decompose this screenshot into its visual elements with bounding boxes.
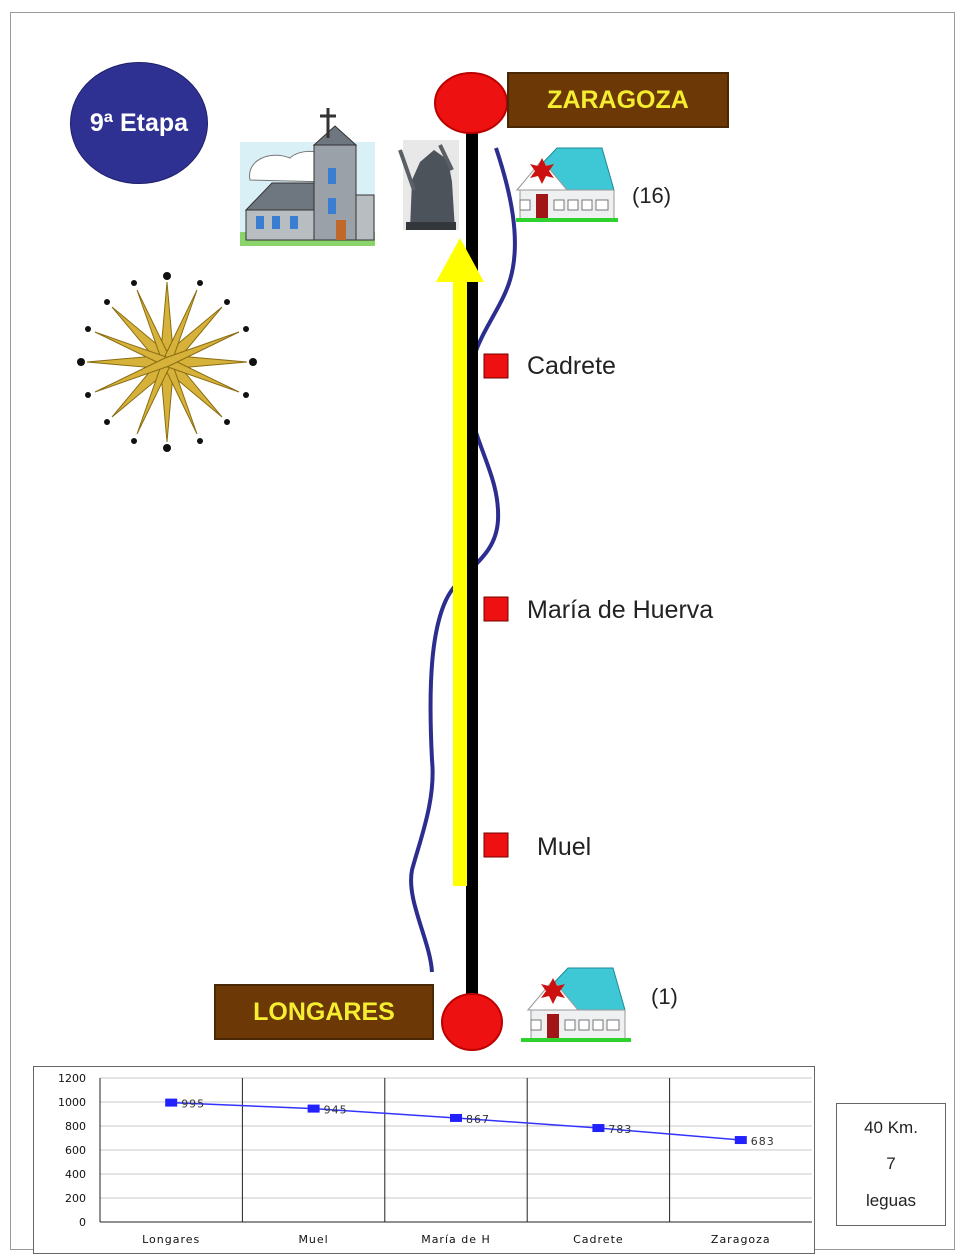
chart-x-tick-label: Muel [298, 1233, 328, 1246]
chart-x-tick-label: Cadrete [573, 1233, 624, 1246]
chart-data-point [734, 1136, 747, 1145]
monument-statue-icon [398, 140, 459, 230]
distance-box: 40 Km. 7 leguas [836, 1103, 946, 1226]
city-marker-start [441, 993, 503, 1051]
chart-y-tick-label: 600 [65, 1144, 86, 1157]
stop-label-muel: Muel [537, 833, 592, 861]
start-city-label: LONGARES [214, 984, 434, 1040]
lodging-number-end: (16) [632, 183, 672, 208]
chart-y-tick-label: 1200 [58, 1072, 86, 1085]
distance-leagues-label: leguas [865, 1190, 917, 1210]
chart-x-tick-label: María de H [421, 1233, 491, 1246]
stop-label-cadrete: Cadrete [527, 352, 616, 380]
chart-data-point [592, 1124, 605, 1133]
chart-y-tick-label: 1000 [58, 1096, 86, 1109]
chart-data-label: 683 [751, 1135, 775, 1148]
chart-data-label: 945 [324, 1104, 348, 1117]
stage-badge: 9ª Etapa [70, 62, 208, 184]
stop-marker-icon [483, 832, 509, 858]
chart-y-tick-label: 200 [65, 1192, 86, 1205]
chart-x-tick-label: Longares [142, 1233, 200, 1246]
chart-y-tick-label: 800 [65, 1120, 86, 1133]
end-city-label: ZARAGOZA [507, 72, 729, 128]
chart-data-label: 995 [181, 1098, 205, 1111]
distance-km: 40 Km. [864, 1118, 918, 1138]
chart-y-tick-label: 400 [65, 1168, 86, 1181]
direction-arrow [436, 238, 484, 886]
chart-y-tick-label: 0 [79, 1216, 86, 1229]
city-marker-end [434, 72, 508, 134]
albergue-house-icon [515, 147, 618, 222]
chart-data-label: 783 [608, 1123, 632, 1136]
stop-marker-icon [483, 596, 509, 622]
stop-label-maria-de-huerva: María de Huerva [527, 596, 714, 624]
church-icon [240, 108, 375, 246]
river-path [409, 147, 517, 973]
chart-data-point [307, 1104, 320, 1113]
compass-rose-icon [77, 272, 257, 452]
chart-data-point [165, 1098, 178, 1107]
chart-x-tick-label: Zaragoza [711, 1233, 771, 1246]
chart-data-label: 867 [466, 1113, 490, 1126]
distance-leagues-value: 7 [886, 1154, 896, 1174]
stop-marker-icon [483, 353, 509, 379]
chart-data-point [450, 1113, 462, 1122]
lodging-number-start: (1) [651, 984, 678, 1009]
albergue-house-icon [521, 967, 631, 1042]
